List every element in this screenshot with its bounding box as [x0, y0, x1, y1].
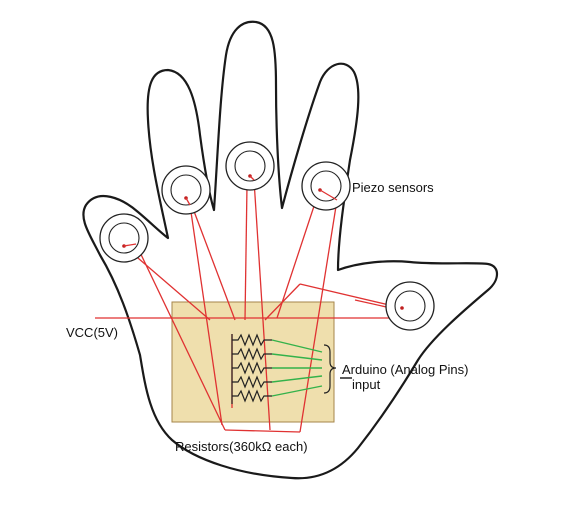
resistor-3 [232, 361, 272, 375]
resistor-4 [232, 375, 272, 389]
resistor-bank [231, 333, 272, 404]
vcc-label: VCC(5V) [66, 325, 119, 340]
piezo-sensor-1 [99, 213, 149, 263]
arduino-label-line1: Arduino (Analog Pins) [342, 362, 469, 377]
resistors-label: Resistors(360kΩ each) [175, 439, 308, 454]
green-wires [271, 339, 323, 397]
hand-outline [82, 20, 499, 480]
piezo-sensor-4 [301, 161, 351, 211]
resistor-1 [232, 333, 272, 347]
circuit-board [171, 301, 335, 423]
piezo-sensor-5 [385, 281, 435, 331]
arduino-brace [323, 344, 337, 394]
resistor-2 [232, 347, 272, 361]
piezo-sensors-label: Piezo sensors [352, 180, 434, 195]
piezo-sensor-3 [225, 141, 275, 191]
resistor-5 [232, 389, 272, 403]
arduino-label-line2: input [352, 377, 381, 392]
piezo-sensor-2 [161, 165, 211, 215]
